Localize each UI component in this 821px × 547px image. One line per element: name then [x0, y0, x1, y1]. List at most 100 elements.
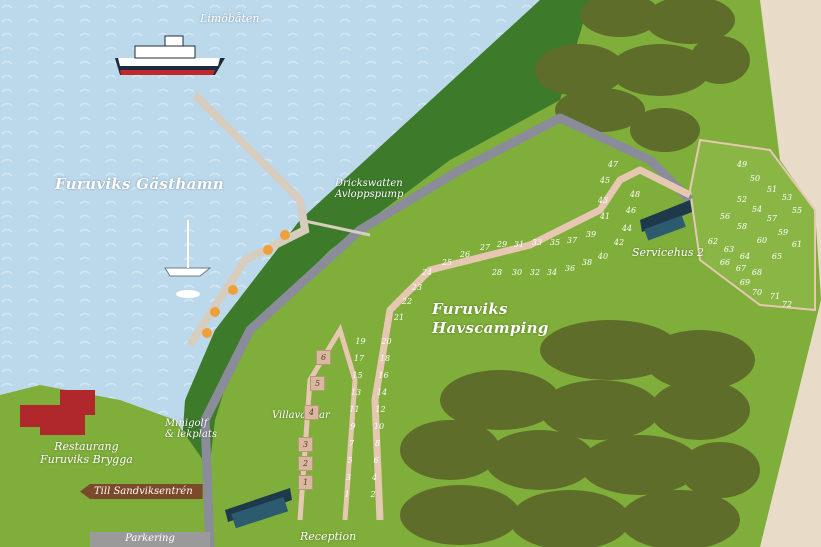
campsite-40: 40 [597, 252, 609, 261]
campsite-33: 33 [531, 238, 543, 247]
campsite-53: 53 [781, 193, 793, 202]
campsite-18: 18 [379, 354, 391, 363]
campsite-28: 28 [491, 268, 503, 277]
campsite-70: 70 [751, 288, 763, 297]
campsite-62: 62 [707, 237, 719, 246]
campsite-51: 51 [766, 185, 778, 194]
water-label: Drickswatten Avloppspump [335, 178, 404, 200]
villa-5: 5 [310, 376, 325, 391]
ferry-label: Limöbåten [200, 12, 260, 25]
campsite-22: 22 [401, 297, 413, 306]
campsite-52: 52 [736, 195, 748, 204]
campsite-26: 26 [459, 250, 471, 259]
campsite-69: 69 [739, 278, 751, 287]
sandviksentren-sign: Till Sandviksentrén [80, 484, 203, 499]
campsite-31: 31 [513, 240, 525, 249]
campsite-27: 27 [479, 243, 491, 252]
campsite-25: 25 [441, 258, 453, 267]
campsite-35: 35 [549, 238, 561, 247]
campsite-34: 34 [546, 268, 558, 277]
reception-building [225, 488, 292, 529]
forest-bottom [400, 320, 760, 547]
campsite-55: 55 [791, 206, 803, 215]
campsite-48: 48 [629, 190, 641, 199]
fire-pits [202, 230, 290, 338]
campsite-3: 3 [345, 473, 352, 482]
campsite-58: 58 [736, 222, 748, 231]
small-boat [176, 290, 200, 298]
villa-2: 2 [298, 456, 313, 471]
campsite-63: 63 [723, 245, 735, 254]
campsite-13: 13 [350, 388, 362, 397]
campsite-49: 49 [736, 160, 748, 169]
camping-path [371, 166, 692, 521]
campsite-46: 46 [625, 206, 637, 215]
villa-4: 4 [304, 405, 319, 420]
campsite-71: 71 [769, 292, 781, 301]
campsite-20: 20 [381, 337, 392, 346]
campsite-6: 6 [373, 456, 379, 465]
parking-label: Parkering [95, 533, 205, 544]
ferry-boat [115, 35, 225, 75]
campsite-9: 9 [350, 422, 356, 431]
campsite-36: 36 [564, 264, 576, 273]
campsite-37: 37 [566, 236, 578, 245]
campsite-59: 59 [777, 228, 789, 237]
campsite-32: 32 [529, 268, 541, 277]
campsite-10: 10 [373, 422, 385, 431]
restaurant-label: Restaurang Furuviks Brygga [40, 440, 133, 466]
campsite-5: 5 [347, 456, 353, 465]
main-road [200, 113, 694, 547]
camping-area-right [688, 138, 816, 312]
campsite-43: 43 [597, 196, 609, 205]
villa-3: 3 [298, 437, 313, 452]
villa-1: 1 [298, 475, 313, 490]
campsite-39: 39 [585, 230, 597, 239]
harbor-label: Furuviks Gästhamn [55, 175, 224, 193]
campsite-65: 65 [771, 252, 783, 261]
pier [186, 92, 310, 348]
villavagnar-label: Villavagnar [272, 410, 330, 421]
campsite-24: 24 [421, 268, 433, 277]
campsite-23: 23 [411, 283, 423, 292]
campsite-56: 56 [719, 212, 731, 221]
minigolf-label: Minigolf & lekplats [165, 418, 217, 440]
campsite-2: 2 [370, 490, 376, 499]
restaurant-buildings [20, 390, 95, 435]
campsite-12: 12 [375, 405, 386, 414]
campsite-50: 50 [749, 174, 761, 183]
campsite-47: 47 [607, 160, 619, 169]
forest-top [535, 0, 750, 152]
campsite-16: 16 [378, 371, 389, 380]
campsite-15: 15 [352, 371, 363, 380]
campsite-68: 68 [751, 268, 763, 277]
campsite-54: 54 [751, 205, 763, 214]
villa-6: 6 [316, 350, 331, 365]
campsite-17: 17 [353, 354, 365, 363]
campsite-19: 19 [355, 337, 366, 346]
campsite-30: 30 [511, 268, 523, 277]
campsite-66: 66 [719, 258, 731, 267]
campsite-14: 14 [376, 388, 388, 397]
campsite-11: 11 [349, 405, 360, 414]
campsite-41: 41 [599, 212, 611, 221]
campsite-21: 21 [393, 313, 405, 322]
servicehus-label: Servicehus 2 [632, 246, 705, 259]
campsite-72: 72 [781, 300, 793, 309]
villa-path [297, 323, 358, 521]
sailboat [164, 220, 212, 277]
campsite-57: 57 [766, 214, 778, 223]
reception-label: Reception [300, 530, 357, 543]
campsite-60: 60 [756, 236, 768, 245]
campsite-29: 29 [496, 240, 508, 249]
camping-label: Furuviks Havscamping [432, 300, 549, 337]
campsite-42: 42 [613, 238, 625, 247]
campsite-61: 61 [791, 240, 803, 249]
campsite-1: 1 [344, 490, 350, 499]
campsite-45: 45 [599, 176, 611, 185]
campsite-8: 8 [374, 439, 381, 448]
campsite-64: 64 [739, 252, 751, 261]
campsite-67: 67 [735, 264, 747, 273]
campsite-7: 7 [348, 439, 355, 448]
